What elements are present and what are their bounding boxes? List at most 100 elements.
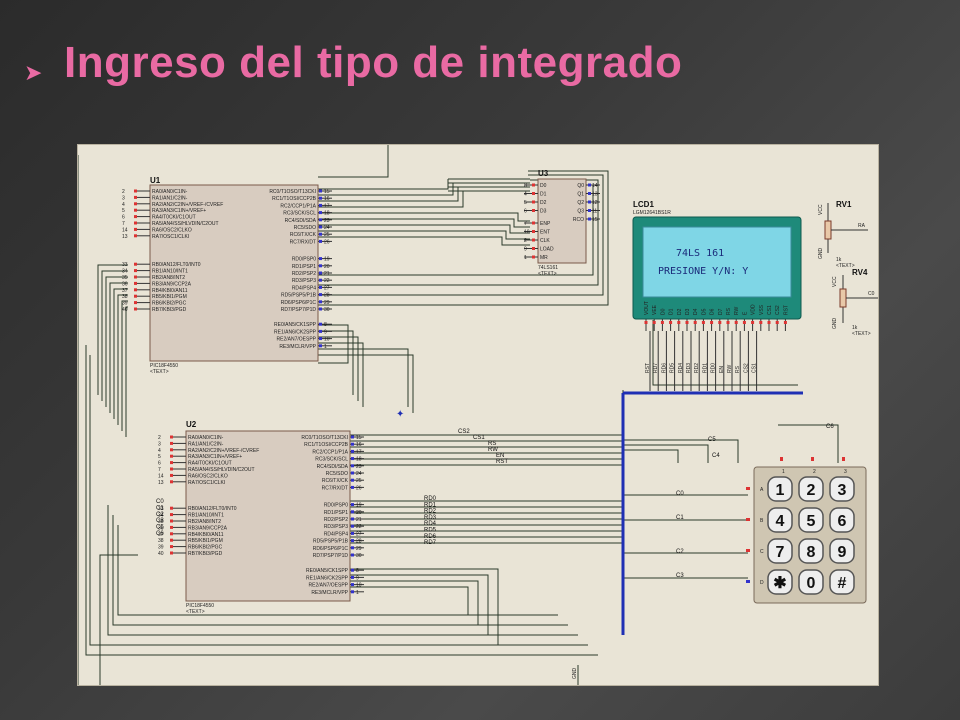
lcd-line2: PRESIONE Y/N: Y [658, 266, 748, 277]
pin-label: RE1/AN6/CK2SPP [274, 329, 317, 335]
bus-net-label: RS [488, 441, 496, 447]
potentiometer-rv4[interactable]: RV4 1k <TEXT> [839, 268, 878, 337]
rv1-text: <TEXT> [836, 263, 855, 269]
pin-number: 28 [356, 539, 362, 545]
pin-number: 20 [324, 264, 330, 270]
pin-number: 6 [158, 461, 161, 467]
arrow-bullet-icon: ➤ [24, 60, 43, 85]
pin-number: 1 [524, 255, 527, 261]
rv-pin-label: VCC [818, 204, 824, 215]
pin-number: 24 [324, 225, 330, 231]
pin-label: RD0/PSP0 [324, 503, 348, 509]
ic-u1[interactable]: U1 RA0/AN0/C1IN-2RA1/AN1/C2IN-3RA2/AN2/C… [122, 176, 332, 375]
keypad-row-letter: D [760, 580, 764, 586]
pin-number: 7 [524, 221, 527, 227]
pin-number: 30 [356, 553, 362, 559]
pin-label: RS [726, 307, 732, 315]
keypad-key[interactable]: 2 [798, 476, 824, 502]
keypad-key[interactable]: ✱ [767, 569, 793, 595]
pin-label: RE2/AN7/OESPP [277, 337, 317, 343]
keypad-key-label: 3 [838, 482, 847, 499]
pin-label: RST [783, 305, 789, 315]
pin-label: E [742, 311, 748, 315]
pin-label: D4 [693, 308, 699, 315]
net-label: RD6 [661, 363, 667, 373]
pin-number: 14 [158, 473, 164, 479]
keypad-row-net: C3 [676, 573, 684, 579]
pin-label: RC2/CCP1/P1A [312, 449, 348, 455]
pin-number: 21 [356, 517, 362, 523]
pin-label: RB4/KBI0/AN11 [152, 288, 188, 294]
rv-pin-label: GND [818, 248, 824, 260]
keypad-key-label: 9 [838, 544, 847, 561]
pin-label: RD5/PSP5/P1B [281, 293, 317, 299]
pin-number: 22 [356, 524, 362, 530]
keypad-key[interactable]: 0 [798, 569, 824, 595]
pin-number: 37 [122, 288, 128, 294]
pin-number: 25 [324, 232, 330, 238]
d-net-label: RD5 [424, 528, 437, 534]
pin-number: 8 [324, 322, 327, 328]
pin-number: 17 [356, 449, 362, 455]
lcd-display[interactable]: LCD1 LGM12641BS1R 74LS 161 PRESIONE Y/N:… [632, 200, 802, 331]
net-label: CS1 [752, 363, 758, 373]
net-label: RD5 [670, 363, 676, 373]
ic-u2[interactable]: U2 RA0/AN0/C1IN-2RA1/AN1/C2IN-3RA2/AN2/C… [158, 420, 364, 615]
pin-number: 2 [122, 189, 125, 195]
pin-label: RA0/AN0/C1IN- [188, 435, 224, 441]
keypad-key[interactable]: 5 [798, 507, 824, 533]
pin-label: RC4/SDI/SDA [285, 218, 317, 224]
pin-label: RB3/AN9/CCP2A [152, 281, 192, 287]
pin-label: RA5/AN4/SS/HLVDIN/C2OUT [188, 467, 255, 473]
pin-label: RD1/PSP1 [324, 510, 348, 516]
potentiometer-rv1[interactable]: RV1 1k <TEXT> [824, 200, 868, 269]
pin-label: CLK [540, 238, 550, 244]
schematic-canvas: ✦ U1 RA0/AN0/C1IN-2RA1/AN1/C2IN-3RA2/AN2… [78, 145, 878, 685]
pin-number: 30 [324, 307, 330, 313]
keypad-key[interactable]: 3 [829, 476, 855, 502]
pin-label: D2 [540, 200, 547, 206]
pin-label: RD0/PSP0 [292, 257, 316, 263]
keypad-key[interactable]: 7 [767, 538, 793, 564]
slide-title: Ingreso del tipo de integrado [64, 38, 683, 87]
pin-number: 26 [356, 485, 362, 491]
keypad-key[interactable]: 9 [829, 538, 855, 564]
d-net-label: RD7 [424, 540, 437, 546]
rv-pin-label: GND [832, 318, 838, 330]
pin-label: RB7/KBI3/PGD [188, 551, 223, 557]
keypad-key[interactable]: 6 [829, 507, 855, 533]
keypad-row-net: C2 [676, 549, 684, 555]
pin-label: D1 [669, 308, 675, 315]
pin-label: RD6/PSP6/P1C [281, 300, 317, 306]
pin-label: RC1/T1OSI/CCP2B [304, 442, 349, 448]
keypad-key[interactable]: 1 [767, 476, 793, 502]
pin-label: RC3/SCK/SCL [283, 211, 316, 217]
u2-ref: U2 [186, 420, 197, 429]
pin-label: RA1/AN1/C2IN- [152, 195, 188, 201]
rv4-value: 1k [852, 325, 858, 331]
c-net-label: C6 [156, 531, 164, 537]
pin-label: D6 [710, 308, 716, 315]
pin-number: 10 [524, 230, 530, 236]
pin-number: 19 [324, 257, 330, 263]
keypad-col-net: C4 [712, 453, 720, 459]
pin-label: RB6/KBI2/PGC [152, 301, 187, 307]
pin-number: 40 [158, 551, 164, 557]
pin-number: 1 [324, 344, 327, 350]
pin-label: VDD [751, 304, 757, 315]
pin-label: RA7/OSC1/CLKI [188, 480, 225, 486]
pin-label: RB5/KBI1/PGM [152, 294, 187, 300]
pin-label: RA2/AN2/C2IN+/VREF-/CVREF [188, 448, 259, 454]
keypad-key[interactable]: 8 [798, 538, 824, 564]
keypad-row-letter: B [760, 518, 764, 524]
keypad-key[interactable]: # [829, 569, 855, 595]
pin-number: 14 [592, 183, 598, 189]
keypad-key[interactable]: 4 [767, 507, 793, 533]
pin-label: RE0/AN5/CK1SPP [306, 568, 349, 574]
